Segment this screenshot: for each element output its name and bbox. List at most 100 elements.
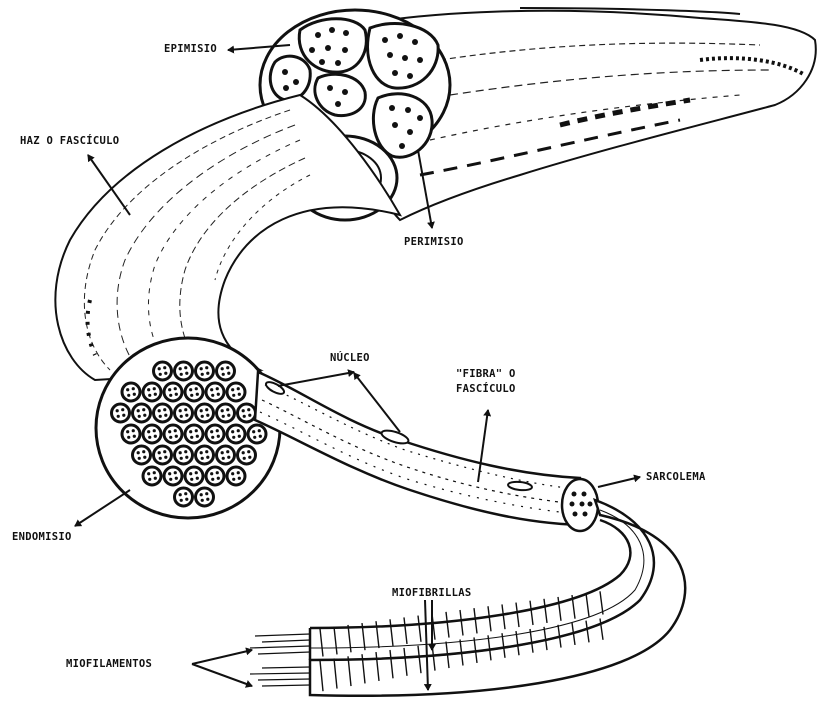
- fiber-dot: [175, 393, 178, 396]
- striation-band: [544, 599, 547, 623]
- striation-band: [320, 629, 323, 657]
- fiber-dot: [163, 408, 166, 411]
- fiber-dot: [206, 414, 209, 417]
- fiber-dot: [153, 429, 156, 432]
- fiber-dot: [237, 387, 240, 390]
- fiber-dot: [252, 430, 255, 433]
- fiber-dot: [232, 478, 235, 481]
- fiber-dot: [185, 414, 188, 417]
- fiber-dot: [148, 436, 151, 439]
- fiber-dot: [196, 393, 199, 396]
- fiber-bundle: [217, 404, 235, 422]
- label-miofibrillas: MIOFIBRILLAS: [392, 587, 471, 600]
- striation-band: [404, 617, 407, 643]
- fiber-dot: [217, 477, 220, 480]
- striation-band: [418, 616, 421, 642]
- fiber-dot: [142, 408, 145, 411]
- fiber-dot: [221, 451, 224, 454]
- fiber-dot: [248, 414, 251, 417]
- fiber-bundle: [175, 404, 193, 422]
- fiber-bundle: [227, 425, 245, 443]
- label-epimisio: EPIMISIO: [164, 43, 217, 56]
- fiber-dot: [196, 435, 199, 438]
- striation-band: [600, 591, 603, 614]
- arrow-miofilamentos-2: [192, 664, 252, 686]
- fiber-dot: [158, 451, 161, 454]
- fiber-bundle: [175, 446, 193, 464]
- fiber-dot: [206, 456, 209, 459]
- fiber-dot: [179, 493, 182, 496]
- fiber-dot: [238, 435, 241, 438]
- label-endomisio: ENDOMISIO: [12, 531, 72, 544]
- fiber-dot: [153, 387, 156, 390]
- fiber-dot: [121, 408, 124, 411]
- fiber-bundle: [133, 446, 151, 464]
- fiber-dot: [179, 409, 182, 412]
- fiber-bundle: [227, 467, 245, 485]
- label-nucleo: NÚCLEO: [330, 352, 370, 365]
- fiber-dot: [138, 457, 141, 460]
- fiber-dot: [196, 477, 199, 480]
- fiber-dot: [184, 492, 187, 495]
- fiber-dot: [205, 492, 208, 495]
- fiber-dot: [164, 414, 167, 417]
- fiber-bundle: [238, 446, 256, 464]
- fiber-dot: [122, 414, 125, 417]
- fiber-bundle: [206, 383, 224, 401]
- fiber-dot: [200, 367, 203, 370]
- fiber-dot: [227, 414, 230, 417]
- fiber-dot: [169, 394, 172, 397]
- fiber-dot: [206, 498, 209, 501]
- fiber-bundle: [154, 446, 172, 464]
- fiber-dot: [184, 408, 187, 411]
- fiber-dot: [259, 435, 262, 438]
- striation-band: [558, 597, 561, 621]
- striation-band: [516, 603, 519, 628]
- fiber-dot: [221, 409, 224, 412]
- fiber-dot: [116, 409, 119, 412]
- striation-band: [334, 627, 337, 655]
- label-sarcolema: SARCOLEMA: [646, 471, 706, 484]
- fiber-dot: [137, 451, 140, 454]
- fiber-dot: [211, 436, 214, 439]
- fiber-bundle: [122, 383, 140, 401]
- fiber-dot: [206, 372, 209, 375]
- fiber-dot: [205, 450, 208, 453]
- fiber-dot: [189, 388, 192, 391]
- fiber-dot: [143, 414, 146, 417]
- striation-band: [460, 610, 463, 636]
- fiber-dot: [242, 409, 245, 412]
- fiber-dot: [133, 435, 136, 438]
- fiber-dot: [201, 373, 204, 376]
- fiber-dot: [243, 457, 246, 460]
- striation-band: [376, 621, 379, 648]
- fiber-dot: [142, 450, 145, 453]
- fiber-bundle: [206, 467, 224, 485]
- fiber-dot: [180, 457, 183, 460]
- fiber-dot: [232, 394, 235, 397]
- fiber-dot: [189, 430, 192, 433]
- fiber-dot: [147, 388, 150, 391]
- fiber-bundle: [238, 404, 256, 422]
- fiber-dot: [201, 457, 204, 460]
- fiber-bundle: [185, 383, 203, 401]
- striation-band: [390, 619, 393, 646]
- fiber-dot: [195, 471, 198, 474]
- fiber-bundle: [206, 425, 224, 443]
- arrow-nucleo-1: [278, 372, 354, 386]
- fiber-dot: [168, 388, 171, 391]
- fiber-dot: [200, 451, 203, 454]
- fiber-bundle: [196, 446, 214, 464]
- arrow-miofilamentos-1: [192, 650, 252, 664]
- label-haz-o-fasciculo: HAZ O FASCÍCULO: [20, 135, 119, 148]
- fiber-dot: [174, 471, 177, 474]
- fiber-dot: [216, 429, 219, 432]
- fiber-bundle: [227, 383, 245, 401]
- fiber-dot: [195, 429, 198, 432]
- fiber-bundle: [143, 425, 161, 443]
- fiber-dot: [174, 387, 177, 390]
- fiber-dot: [216, 471, 219, 474]
- fiber-bundle: [133, 404, 151, 422]
- fiber-dot: [185, 372, 188, 375]
